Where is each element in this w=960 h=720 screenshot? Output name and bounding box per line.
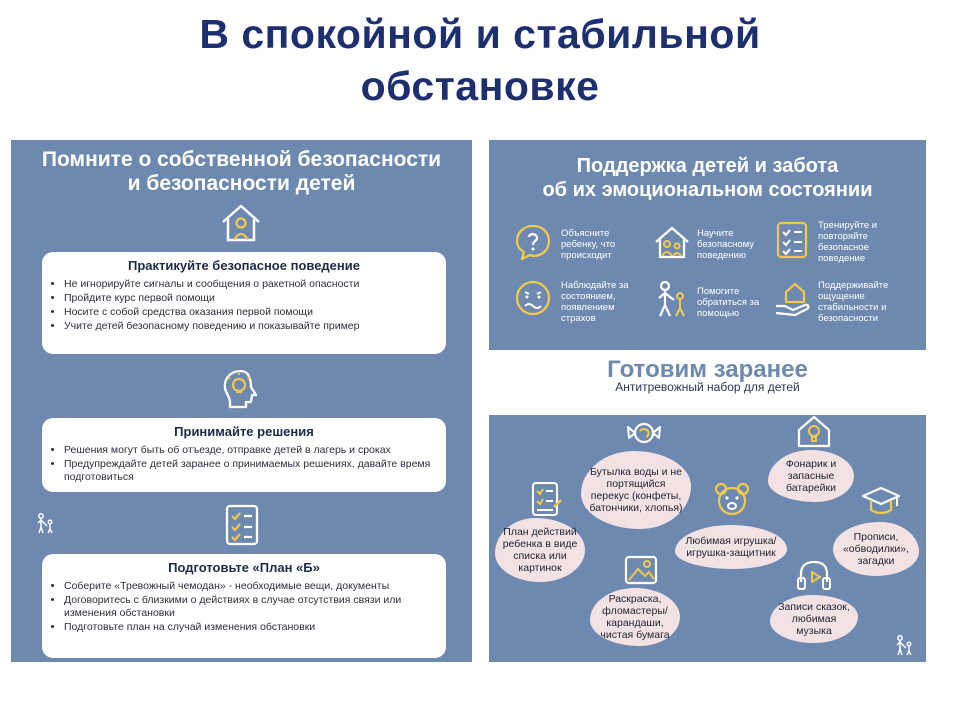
safety-panel: Помните о собственной безопасности и без… [11,140,472,662]
kit-item-flashlight: Фонарик и запасные батарейки [768,450,854,502]
people-help-icon [652,278,692,318]
list-item: Учите детей безопасному поведению и пока… [64,320,434,333]
support-item-text: Объясните ребенку, что происходит [561,228,616,261]
card-list: Соберите «Тревожный чемодан» - необходим… [54,580,434,634]
adult-child-icon [894,634,916,661]
house-person-icon [218,200,264,246]
list-item: Носите с собой средства оказания первой … [64,306,434,319]
list-item: Пройдите курс первой помощи [64,292,434,305]
card-title: Подготовьте «План «Б» [168,560,320,575]
safety-heading-line2: и безопасности детей [127,172,356,195]
plan-b-card: Подготовьте «План «Б» Соберите «Тревожны… [42,554,446,658]
music-icon [795,558,833,594]
teddy-bear-icon [712,480,752,518]
safe-behavior-card: Практикуйте безопасное поведение Не игно… [42,252,446,354]
list-item: Соберите «Тревожный чемодан» - необходим… [64,580,434,593]
support-item-text: Поддерживайте ощущение стабильности и бе… [818,280,889,324]
list-item: Предупреждайте детей заранее о принимаем… [64,458,434,484]
slide-title: В спокойной и стабильной обстановке [0,8,960,112]
lightbulb-head-icon [218,366,264,412]
support-heading-line2: об их эмоциональном состоянии [542,179,873,201]
card-title: Принимайте решения [174,424,314,439]
slide-title-line2: обстановке [360,63,600,109]
kit-item-water-snack: Бутылка воды и не портящийся перекус (ко… [581,451,691,529]
checklist-icon [529,480,563,518]
list-item: Решения могут быть об отъезде, отправке … [64,444,434,457]
kit-item-copybooks: Прописи, «обводилки», загадки [833,522,919,576]
picture-icon [623,554,659,588]
support-heading-line1: Поддержка детей и забота [576,155,839,177]
hand-house-icon [773,278,813,318]
kit-item-favorite-toy: Любимая игрушка/ игрушка-защитник [675,525,787,569]
kit-item-audio: Записи сказок, любимая музыка [770,595,858,643]
card-list: Решения могут быть об отъезде, отправке … [54,444,434,484]
checklist-icon [220,502,264,548]
support-item-text: Помогите обратиться за помощью [697,286,760,319]
safety-heading-line1: Помните о собственной безопасности [41,148,442,171]
card-title: Практикуйте безопасное поведение [127,258,360,273]
checklist-icon [774,220,810,260]
slide-title-line1: В спокойной и стабильной [199,11,761,57]
decisions-card: Принимайте решения Решения могут быть об… [42,418,446,492]
worried-face-icon [513,278,553,318]
support-item-text: Наблюдайте за состоянием, появлением стр… [561,280,629,324]
prep-subtitle: Антитревожный набор для детей [615,380,800,394]
support-panel-heading: Поддержка детей и забота об их эмоционал… [489,154,926,202]
graduation-cap-icon [861,484,901,520]
question-bubble-icon [513,222,553,262]
list-item: Договоритесь с близкими о действиях в сл… [64,594,434,620]
safety-panel-heading: Помните о собственной безопасности и без… [11,148,472,196]
house-family-icon [652,222,692,262]
list-item: Не игнорируйте сигналы и сообщения о рак… [64,278,434,291]
support-panel: Поддержка детей и забота об их эмоционал… [489,140,926,662]
kit-item-coloring: Раскраска, фломастеры/ карандаши, чистая… [590,588,680,646]
support-item-text: Тренируйте и повторяйте безопасное повед… [818,220,878,264]
adult-child-icon [35,512,57,539]
prep-title: Готовим заранее [607,356,808,383]
kit-item-action-plan: План действий ребенка в виде списка или … [495,518,585,582]
flashlight-house-icon [795,412,833,450]
prep-band [489,350,926,415]
support-item-text: Научите безопасному поведению [697,228,755,261]
list-item: Подготовьте план на случай изменения обс… [64,621,434,634]
card-list: Не игнорируйте сигналы и сообщения о рак… [54,278,434,333]
candy-icon [625,414,663,452]
